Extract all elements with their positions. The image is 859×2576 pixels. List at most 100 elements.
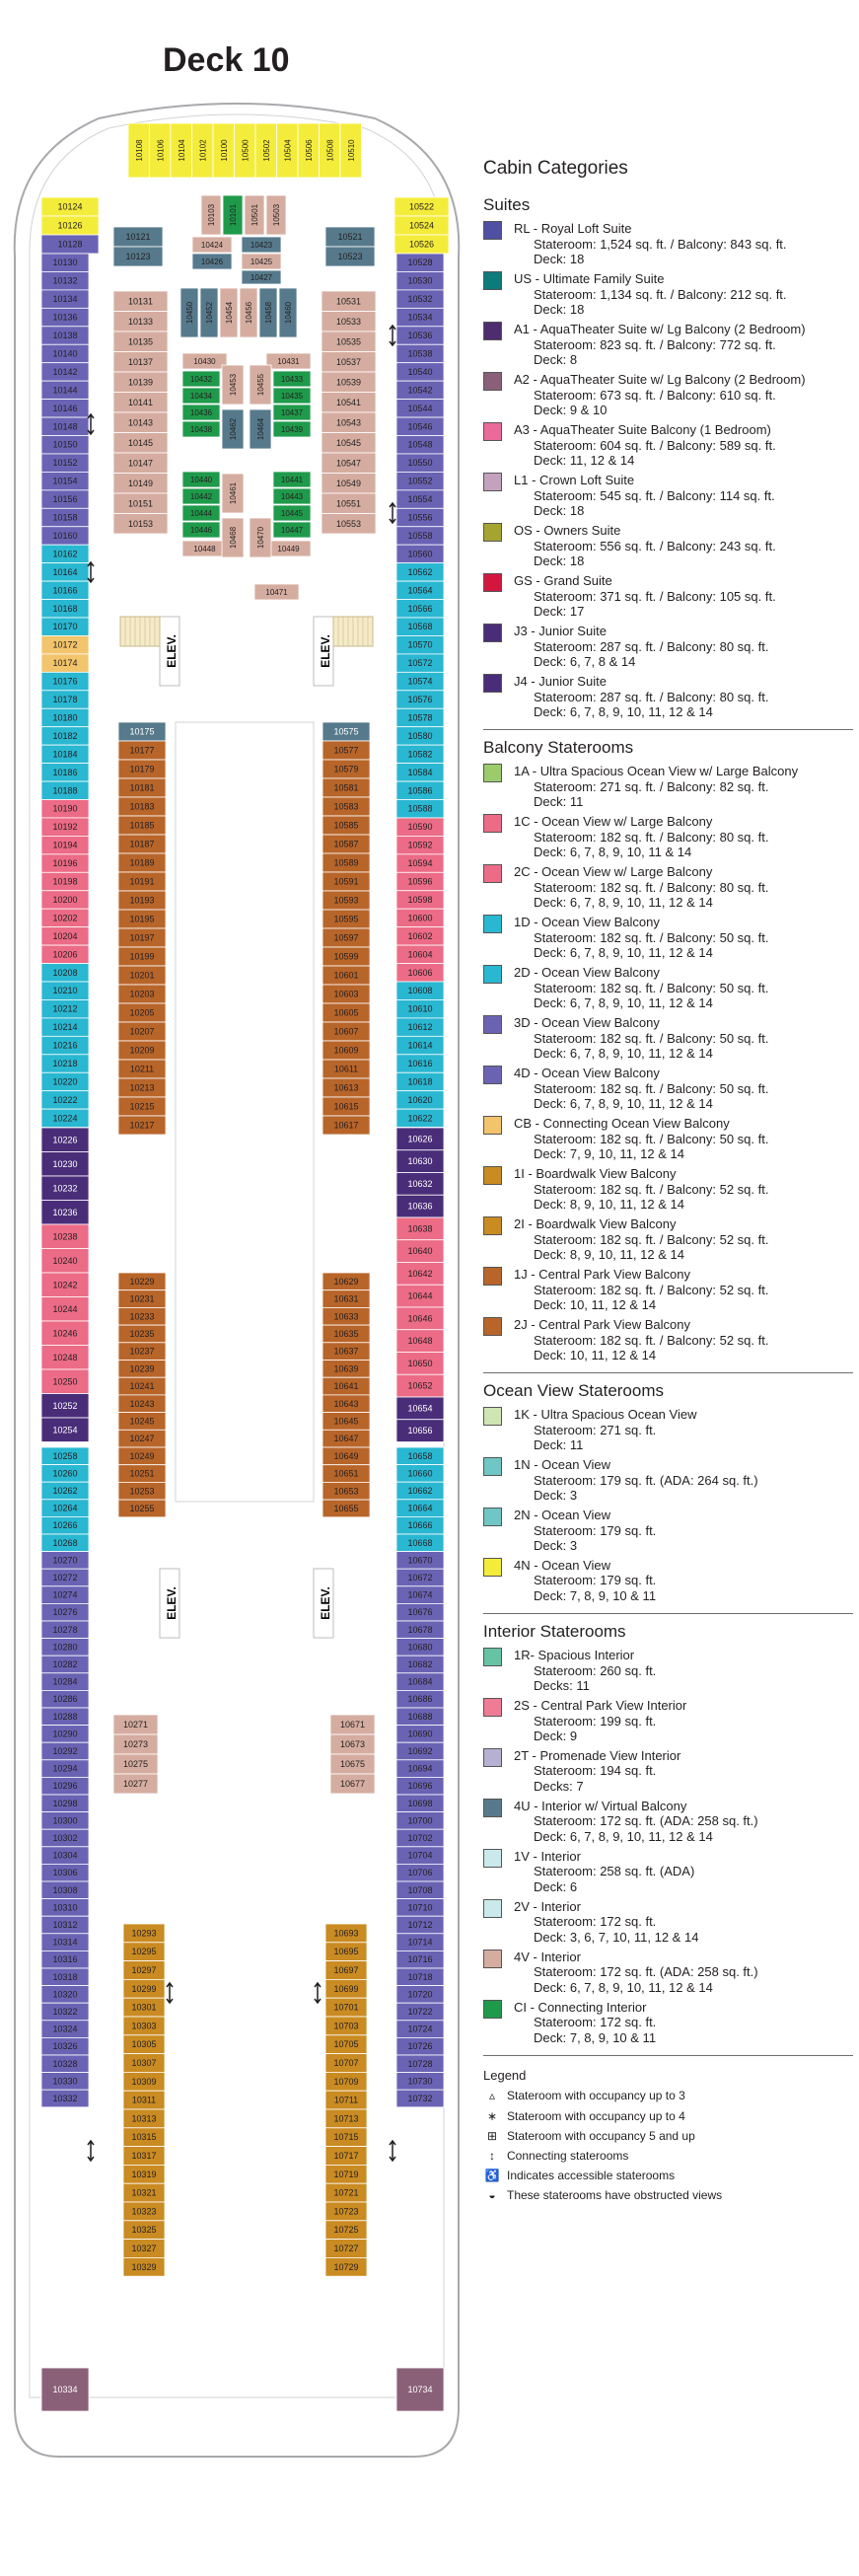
- cabin-10258[interactable]: 10258: [40, 1446, 90, 1466]
- cabin-10614[interactable]: 10614: [395, 1035, 445, 1056]
- cabin-10462[interactable]: 10462: [221, 408, 245, 450]
- cabin-10189[interactable]: 10189: [117, 852, 167, 873]
- cabin-10598[interactable]: 10598: [395, 890, 445, 910]
- cabin-10425[interactable]: 10425: [241, 253, 282, 270]
- cabin-10697[interactable]: 10697: [324, 1960, 368, 1980]
- cabin-10193[interactable]: 10193: [117, 890, 167, 911]
- cabin-10216[interactable]: 10216: [40, 1035, 90, 1056]
- cabin-10439[interactable]: 10439: [272, 420, 312, 438]
- cabin-10299[interactable]: 10299: [122, 1979, 166, 1999]
- cabin-10208[interactable]: 10208: [40, 963, 90, 983]
- cabin-10304[interactable]: 10304: [40, 1846, 90, 1865]
- cabin-10523[interactable]: 10523: [324, 246, 376, 267]
- cabin-10606[interactable]: 10606: [395, 963, 445, 983]
- cabin-10536[interactable]: 10536: [395, 326, 445, 345]
- cabin-10325[interactable]: 10325: [122, 2220, 166, 2241]
- cabin-10532[interactable]: 10532: [395, 289, 445, 309]
- cabin-10146[interactable]: 10146: [40, 399, 90, 418]
- cabin-10715[interactable]: 10715: [324, 2127, 368, 2148]
- cabin-10307[interactable]: 10307: [122, 2053, 166, 2073]
- cabin-10168[interactable]: 10168: [40, 599, 90, 619]
- cabin-10437[interactable]: 10437: [272, 404, 312, 421]
- cabin-10302[interactable]: 10302: [40, 1828, 90, 1848]
- cabin-10182[interactable]: 10182: [40, 726, 90, 746]
- cabin-10250[interactable]: 10250: [40, 1368, 90, 1394]
- cabin-10286[interactable]: 10286: [40, 1690, 90, 1709]
- cabin-10725[interactable]: 10725: [324, 2220, 368, 2241]
- cabin-10460[interactable]: 10460: [278, 287, 298, 338]
- cabin-10696[interactable]: 10696: [395, 1777, 445, 1796]
- cabin-10255[interactable]: 10255: [117, 1499, 167, 1518]
- cabin-10317[interactable]: 10317: [122, 2146, 166, 2166]
- cabin-10270[interactable]: 10270: [40, 1551, 90, 1570]
- cabin-10644[interactable]: 10644: [395, 1284, 445, 1308]
- cabin-10101[interactable]: 10101: [222, 194, 244, 236]
- cabin-10233[interactable]: 10233: [117, 1307, 167, 1326]
- cabin-10207[interactable]: 10207: [117, 1021, 167, 1042]
- cabin-10580[interactable]: 10580: [395, 726, 445, 746]
- cabin-10190[interactable]: 10190: [40, 799, 90, 819]
- cabin-10616[interactable]: 10616: [395, 1054, 445, 1073]
- cabin-10655[interactable]: 10655: [322, 1499, 371, 1518]
- cabin-10443[interactable]: 10443: [272, 487, 312, 505]
- cabin-10471[interactable]: 10471: [253, 583, 300, 601]
- cabin-10675[interactable]: 10675: [329, 1753, 376, 1775]
- cabin-10184[interactable]: 10184: [40, 744, 90, 765]
- cabin-10209[interactable]: 10209: [117, 1040, 167, 1061]
- cabin-10660[interactable]: 10660: [395, 1464, 445, 1483]
- cabin-10128[interactable]: 10128: [40, 234, 100, 255]
- cabin-10273[interactable]: 10273: [112, 1733, 159, 1755]
- cabin-10642[interactable]: 10642: [395, 1262, 445, 1286]
- cabin-10716[interactable]: 10716: [395, 1950, 445, 1969]
- cabin-10508[interactable]: 10508: [319, 122, 341, 179]
- cabin-10734[interactable]: 10734: [395, 2367, 445, 2412]
- cabin-10426[interactable]: 10426: [191, 253, 233, 270]
- cabin-10241[interactable]: 10241: [117, 1376, 167, 1396]
- cabin-10149[interactable]: 10149: [112, 473, 169, 494]
- cabin-10503[interactable]: 10503: [265, 194, 287, 236]
- cabin-10151[interactable]: 10151: [112, 492, 169, 514]
- cabin-10323[interactable]: 10323: [122, 2201, 166, 2222]
- cabin-10236[interactable]: 10236: [40, 1200, 90, 1225]
- cabin-10226[interactable]: 10226: [40, 1127, 90, 1152]
- cabin-10613[interactable]: 10613: [322, 1077, 371, 1098]
- cabin-10288[interactable]: 10288: [40, 1707, 90, 1727]
- cabin-10100[interactable]: 10100: [212, 122, 235, 179]
- cabin-10434[interactable]: 10434: [181, 387, 221, 405]
- cabin-10313[interactable]: 10313: [122, 2108, 166, 2129]
- cabin-10553[interactable]: 10553: [321, 513, 377, 535]
- cabin-10135[interactable]: 10135: [112, 331, 169, 352]
- cabin-10454[interactable]: 10454: [219, 287, 239, 338]
- cabin-10197[interactable]: 10197: [117, 927, 167, 948]
- cabin-10526[interactable]: 10526: [394, 234, 450, 255]
- cabin-10328[interactable]: 10328: [40, 2054, 90, 2074]
- cabin-10560[interactable]: 10560: [395, 544, 445, 564]
- cabin-10605[interactable]: 10605: [322, 1002, 371, 1023]
- cabin-10637[interactable]: 10637: [322, 1342, 371, 1361]
- cabin-10470[interactable]: 10470: [249, 517, 272, 558]
- cabin-10556[interactable]: 10556: [395, 507, 445, 528]
- cabin-10202[interactable]: 10202: [40, 908, 90, 928]
- cabin-10160[interactable]: 10160: [40, 526, 90, 546]
- cabin-10652[interactable]: 10652: [395, 1373, 445, 1398]
- cabin-10282[interactable]: 10282: [40, 1655, 90, 1674]
- cabin-10152[interactable]: 10152: [40, 453, 90, 473]
- cabin-10620[interactable]: 10620: [395, 1090, 445, 1110]
- cabin-10589[interactable]: 10589: [322, 852, 371, 873]
- cabin-10622[interactable]: 10622: [395, 1108, 445, 1129]
- cabin-10704[interactable]: 10704: [395, 1846, 445, 1865]
- cabin-10440[interactable]: 10440: [181, 471, 221, 488]
- cabin-10187[interactable]: 10187: [117, 834, 167, 854]
- cabin-10723[interactable]: 10723: [324, 2201, 368, 2222]
- cabin-10588[interactable]: 10588: [395, 799, 445, 819]
- cabin-10578[interactable]: 10578: [395, 707, 445, 728]
- cabin-10545[interactable]: 10545: [321, 432, 377, 454]
- cabin-10237[interactable]: 10237: [117, 1342, 167, 1361]
- cabin-10264[interactable]: 10264: [40, 1499, 90, 1517]
- cabin-10130[interactable]: 10130: [40, 253, 90, 272]
- cabin-10701[interactable]: 10701: [324, 1997, 368, 2018]
- cabin-10231[interactable]: 10231: [117, 1289, 167, 1308]
- cabin-10147[interactable]: 10147: [112, 452, 169, 474]
- cabin-10464[interactable]: 10464: [249, 408, 272, 450]
- cabin-10316[interactable]: 10316: [40, 1950, 90, 1969]
